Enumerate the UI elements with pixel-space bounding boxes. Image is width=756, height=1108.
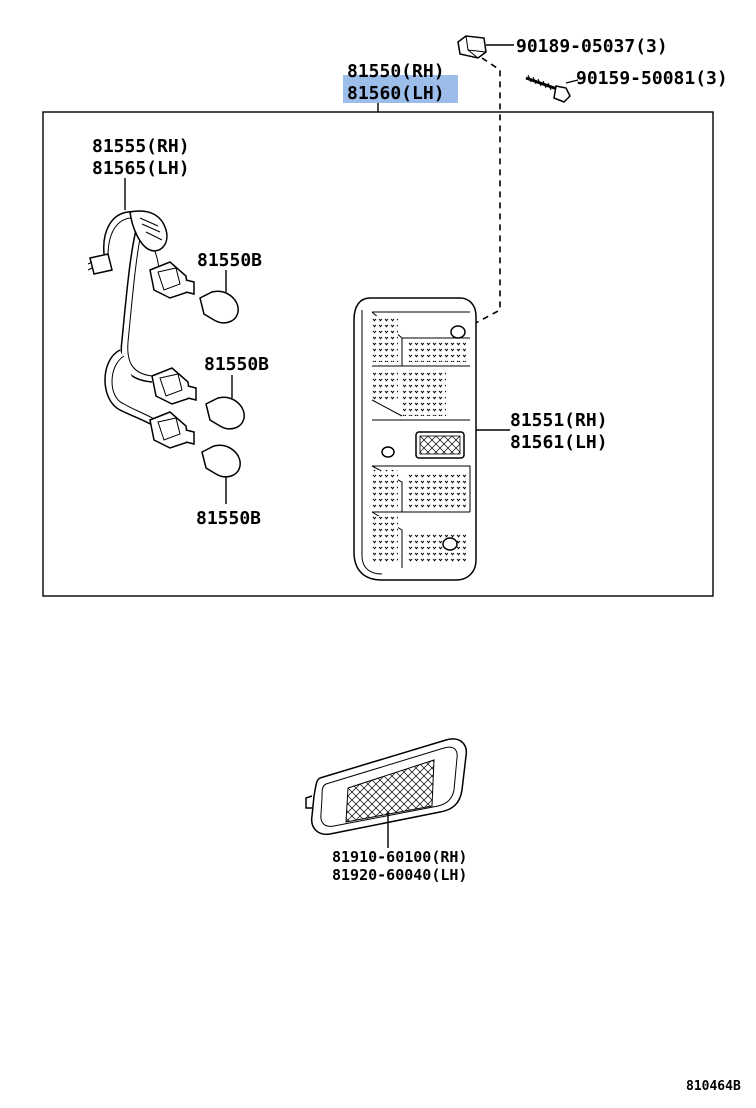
screw-label[interactable]: 90159-50081(3) [576,68,728,89]
bulb-3-label[interactable]: 81550B [196,508,261,529]
reflector-rh-label[interactable]: 81910-60100(RH) [332,848,467,866]
socket-wire-lh-label[interactable]: 81565(LH) [92,158,190,179]
bulb-2-label[interactable]: 81550B [204,354,269,375]
bulb-3-icon [201,444,241,478]
assembly-rh-label[interactable]: 81550(RH) [347,61,445,82]
diagram-id: 810464B [686,1079,741,1094]
lens-body-lh-label[interactable]: 81561(LH) [510,432,608,453]
screw-icon [525,74,571,103]
reflector-icon [305,738,468,836]
reflector-lh-label[interactable]: 81920-60040(LH) [332,866,467,884]
nut-icon [457,35,487,59]
assembly-lh-label[interactable]: 81560(LH) [347,83,445,104]
nut-label[interactable]: 90189-05037(3) [516,36,668,57]
bulb-2-icon [205,396,245,430]
screw-leader [565,79,579,84]
install-dashed-line [469,57,501,327]
bulb-1-label[interactable]: 81550B [197,250,262,271]
assembly-lh-highlight [343,75,458,103]
lens-body-icon [353,297,477,581]
socket-wire-harness-icon [87,210,197,449]
lens-body-rh-label[interactable]: 81551(RH) [510,410,608,431]
bulb-1-icon [199,290,239,324]
socket-wire-rh-label[interactable]: 81555(RH) [92,136,190,157]
